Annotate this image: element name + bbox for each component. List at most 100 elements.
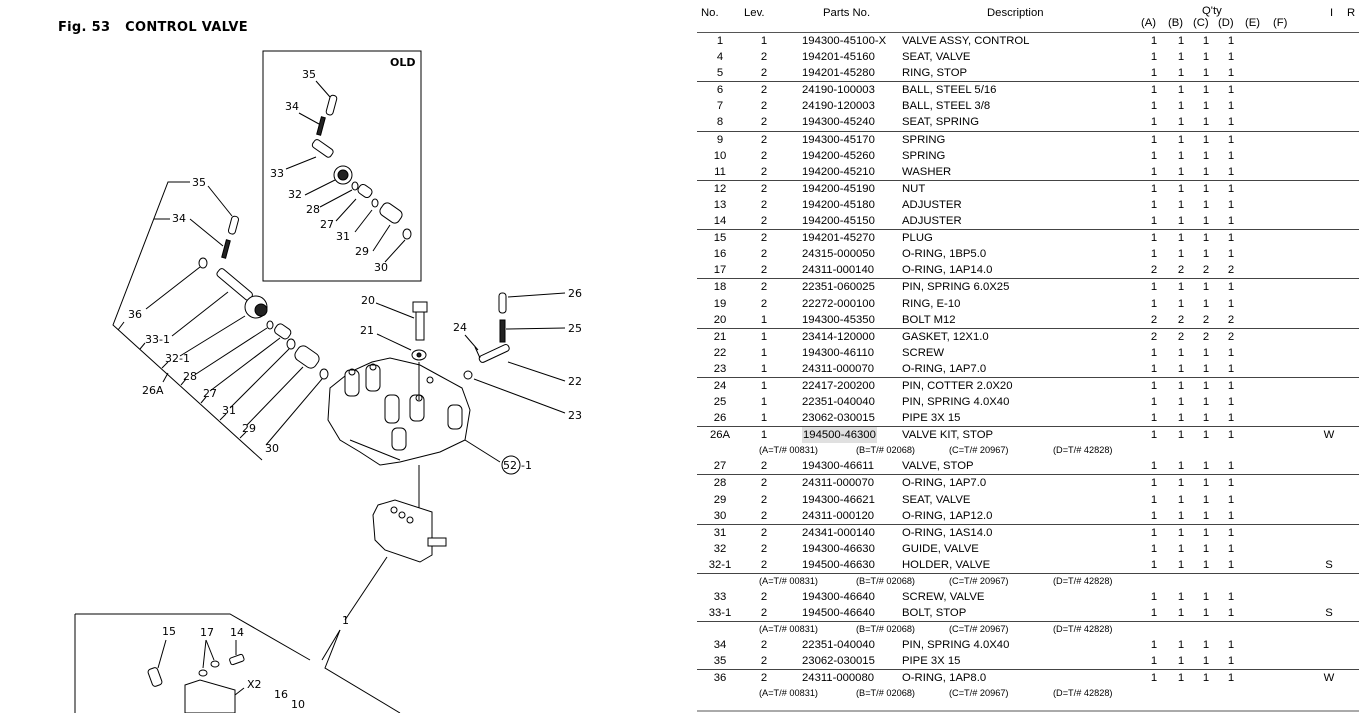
cell-part-number[interactable]: 194500-46640 [802, 607, 875, 620]
cell-part-number[interactable]: 194200-45210 [802, 165, 875, 178]
cell-part-number[interactable]: 194300-46611 [802, 460, 875, 473]
callout-34: 34 [172, 212, 186, 225]
cell-part-number[interactable]: 194201-45280 [802, 67, 875, 80]
cell-part-number[interactable]: 24311-000070 [802, 477, 875, 490]
cell-level: 1 [760, 429, 768, 442]
cell-part-number[interactable]: 194300-46621 [802, 493, 875, 506]
callout-inset-34: 34 [285, 100, 299, 113]
cell-part-number[interactable]: 194300-46640 [802, 591, 875, 603]
cell-part-number[interactable]: 194300-46110 [802, 346, 875, 359]
cell-no: 11 [714, 165, 726, 178]
cell-part-number[interactable]: 194200-45150 [802, 215, 875, 228]
cell-part-number[interactable]: 194201-45160 [802, 51, 875, 64]
cell-part-number[interactable]: 23062-030015 [802, 655, 875, 668]
cell-part-number[interactable]: 22351-060025 [802, 281, 875, 294]
cell-part-number[interactable]: 24315-000050 [802, 248, 875, 261]
cell-qty-b: 1 [1177, 542, 1185, 555]
serial-b: (B=T/# 02068) [856, 624, 915, 635]
callout-17: 17 [200, 626, 214, 639]
cell-qty-b: 2 [1177, 313, 1185, 326]
diagram-drawing: OLD 35 34 33 32 28 [74, 50, 582, 713]
cell-part-number[interactable]: 194300-45100-X [802, 35, 887, 47]
cell-no: 1 [716, 35, 724, 47]
cell-part-number[interactable]: 23062-030015 [802, 412, 875, 425]
callout-1: 1 [342, 614, 349, 627]
cell-part-number[interactable]: 24311-000080 [802, 672, 875, 685]
cell-description: BOLT, STOP [902, 607, 967, 620]
cell-part-number[interactable]: 22351-040040 [802, 639, 875, 652]
callout-52-sub: -1 [521, 459, 532, 472]
cell-part-number[interactable]: 194300-46630 [802, 542, 875, 555]
cell-part-number[interactable]: 24190-120003 [802, 100, 875, 113]
old-inset-frame [262, 50, 422, 282]
cell-part-number[interactable]: 194200-45190 [802, 182, 875, 195]
cell-qty-d: 1 [1227, 346, 1235, 359]
cell-part-number[interactable]: 22417-200200 [802, 379, 875, 392]
cell-part-number[interactable]: 24311-000120 [802, 509, 875, 522]
cell-part-number[interactable]: 24311-000070 [802, 362, 875, 375]
cell-part-number[interactable]: 194300-45240 [802, 116, 875, 129]
figure-title: Fig. 53 CONTROL VALVE [58, 20, 248, 35]
cell-level: 2 [760, 248, 768, 261]
cell-part-number[interactable]: 194201-45270 [802, 232, 875, 245]
kit-pipe-35 [227, 215, 240, 235]
cell-part-number[interactable]: 194300-45350 [802, 313, 875, 326]
cell-remark: W [1323, 672, 1335, 685]
callout-32-1: 32-1 [165, 352, 190, 365]
cell-part-number[interactable]: 194200-45260 [802, 149, 875, 162]
serial-note-row: (A=T/# 00831)(B=T/# 02068)(C=T/# 20967)(… [697, 686, 1359, 701]
cell-part-number[interactable]: 24311-000140 [802, 264, 875, 277]
cell-qty-a: 1 [1150, 215, 1158, 228]
cell-part-number[interactable]: 194500-46630 [802, 558, 875, 571]
cell-part-number[interactable]: 24341-000140 [802, 526, 875, 539]
cell-qty-c: 1 [1202, 248, 1210, 261]
cell-part-number[interactable]: 194500-46300 [802, 427, 877, 444]
cell-part-number[interactable]: 194200-45180 [802, 198, 875, 211]
cell-qty-d: 1 [1227, 116, 1235, 129]
cell-part-number[interactable]: 194300-45170 [802, 133, 875, 146]
cell-part-number[interactable]: 22272-000100 [802, 297, 875, 310]
cell-part-number[interactable]: 22351-040040 [802, 396, 875, 409]
cell-part-number[interactable]: 23414-120000 [802, 330, 875, 343]
cell-part-number[interactable]: 24190-100003 [802, 84, 875, 97]
cell-level: 2 [760, 51, 768, 64]
cell-no: 24 [713, 379, 727, 392]
